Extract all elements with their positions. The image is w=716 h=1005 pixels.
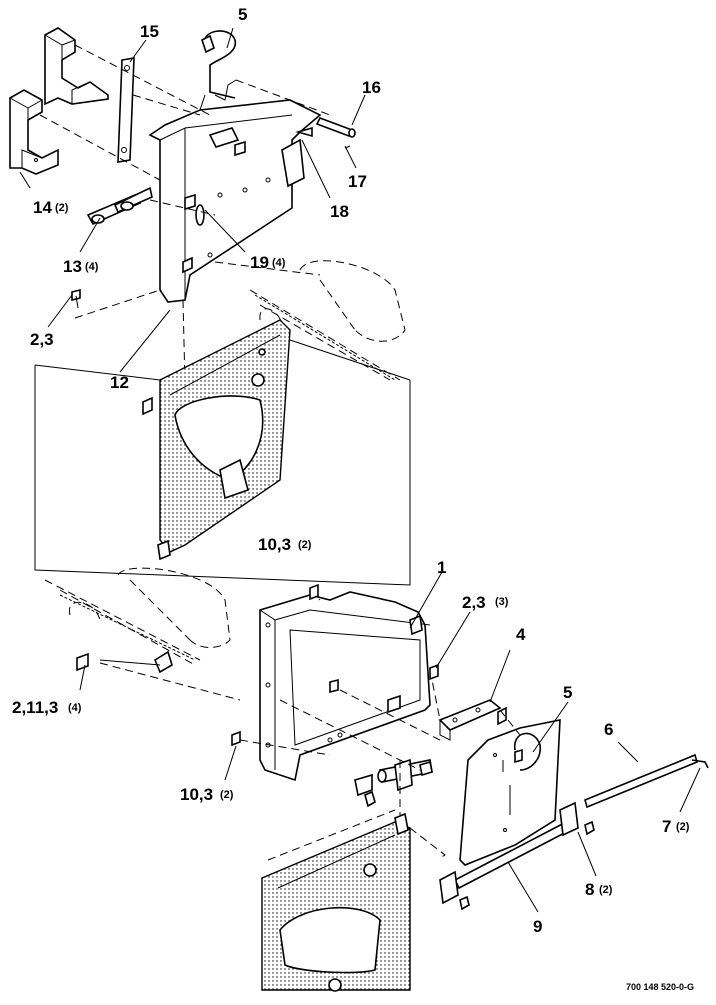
callout-14: 14 (2) [33, 198, 69, 217]
svg-text:12: 12 [110, 373, 129, 392]
upper-mount-plate [148, 79, 322, 303]
callout-19: 19 (4) [250, 253, 286, 272]
roller-lower [44, 567, 231, 674]
rod-shaft [439, 801, 595, 911]
svg-text:2,3: 2,3 [30, 330, 54, 349]
callout-5-upper: 5 [238, 5, 247, 24]
bolt-small [71, 288, 81, 309]
svg-text:4: 4 [516, 625, 526, 644]
bolt-set-upper [182, 193, 196, 274]
bolt-set-lower [76, 539, 439, 747]
callout-10-3-lower: 10,3 (2) [180, 785, 234, 804]
callout-12: 12 [110, 373, 129, 392]
callout-18: 18 [330, 202, 349, 221]
svg-text:5: 5 [563, 683, 572, 702]
callout-2-3-qty3: 2,3 (3) [462, 593, 509, 612]
svg-text:17: 17 [348, 172, 367, 191]
svg-text:14: 14 [33, 198, 52, 217]
svg-text:10,3: 10,3 [258, 535, 291, 554]
leader-lines-upper [39, 44, 331, 386]
svg-text:5: 5 [238, 5, 247, 24]
callout-leaders [19, 27, 701, 913]
svg-text:15: 15 [140, 22, 159, 41]
callout-6: 6 [604, 720, 613, 739]
callout-17: 17 [348, 172, 367, 191]
callout-13: 13 (4) [63, 257, 99, 276]
mounting-strap [438, 699, 507, 741]
svg-text:(2): (2) [298, 539, 312, 551]
drawing-number: 700 148 520-0-G [626, 982, 694, 992]
callout-8: 8 (2) [585, 880, 613, 899]
svg-text:16: 16 [362, 78, 381, 97]
side-panel-lower [261, 760, 446, 992]
roller-upper-phantom [249, 260, 406, 381]
callout-10-3-upper: 10,3 (2) [258, 535, 312, 554]
svg-text:(2): (2) [599, 884, 613, 896]
spacer-block-lower [9, 89, 59, 175]
link-bar [117, 57, 135, 163]
handle-rod [584, 753, 709, 809]
svg-text:6: 6 [604, 720, 613, 739]
svg-text:(4): (4) [68, 702, 82, 714]
callout-5-lower: 5 [563, 683, 572, 702]
callout-4: 4 [516, 625, 526, 644]
svg-text:18: 18 [330, 202, 349, 221]
axle-assembly [279, 689, 441, 808]
svg-text:2,11,3: 2,11,3 [12, 698, 58, 717]
svg-text:2,3: 2,3 [462, 593, 486, 612]
lower-mount-bracket [259, 591, 431, 782]
side-panel-upper [142, 319, 291, 553]
callout-2-3: 2,3 [30, 330, 54, 349]
svg-text:(2): (2) [676, 821, 690, 833]
callout-9: 9 [533, 917, 542, 936]
svg-text:10,3: 10,3 [180, 785, 213, 804]
svg-text:19: 19 [250, 253, 269, 272]
svg-text:(3): (3) [495, 596, 509, 608]
svg-text:(4): (4) [272, 257, 286, 269]
tension-plate [459, 719, 561, 866]
callout-2-11-3: 2,11,3 (4) [12, 698, 82, 717]
svg-text:(2): (2) [55, 202, 69, 214]
svg-text:13: 13 [63, 257, 82, 276]
svg-text:9: 9 [533, 917, 542, 936]
callout-7: 7 (2) [662, 817, 690, 836]
callout-1: 1 [437, 558, 446, 577]
frame-outline-phantom [34, 339, 411, 586]
spacer-block-upper [44, 27, 109, 106]
svg-text:(2): (2) [220, 789, 234, 801]
callout-16: 16 [362, 78, 381, 97]
pin-set [86, 186, 153, 226]
svg-text:(4): (4) [85, 261, 99, 273]
svg-text:8: 8 [585, 880, 594, 899]
spring-upper [201, 30, 237, 99]
svg-text:1: 1 [437, 558, 446, 577]
svg-text:7: 7 [662, 817, 671, 836]
callout-15: 15 [140, 22, 159, 41]
